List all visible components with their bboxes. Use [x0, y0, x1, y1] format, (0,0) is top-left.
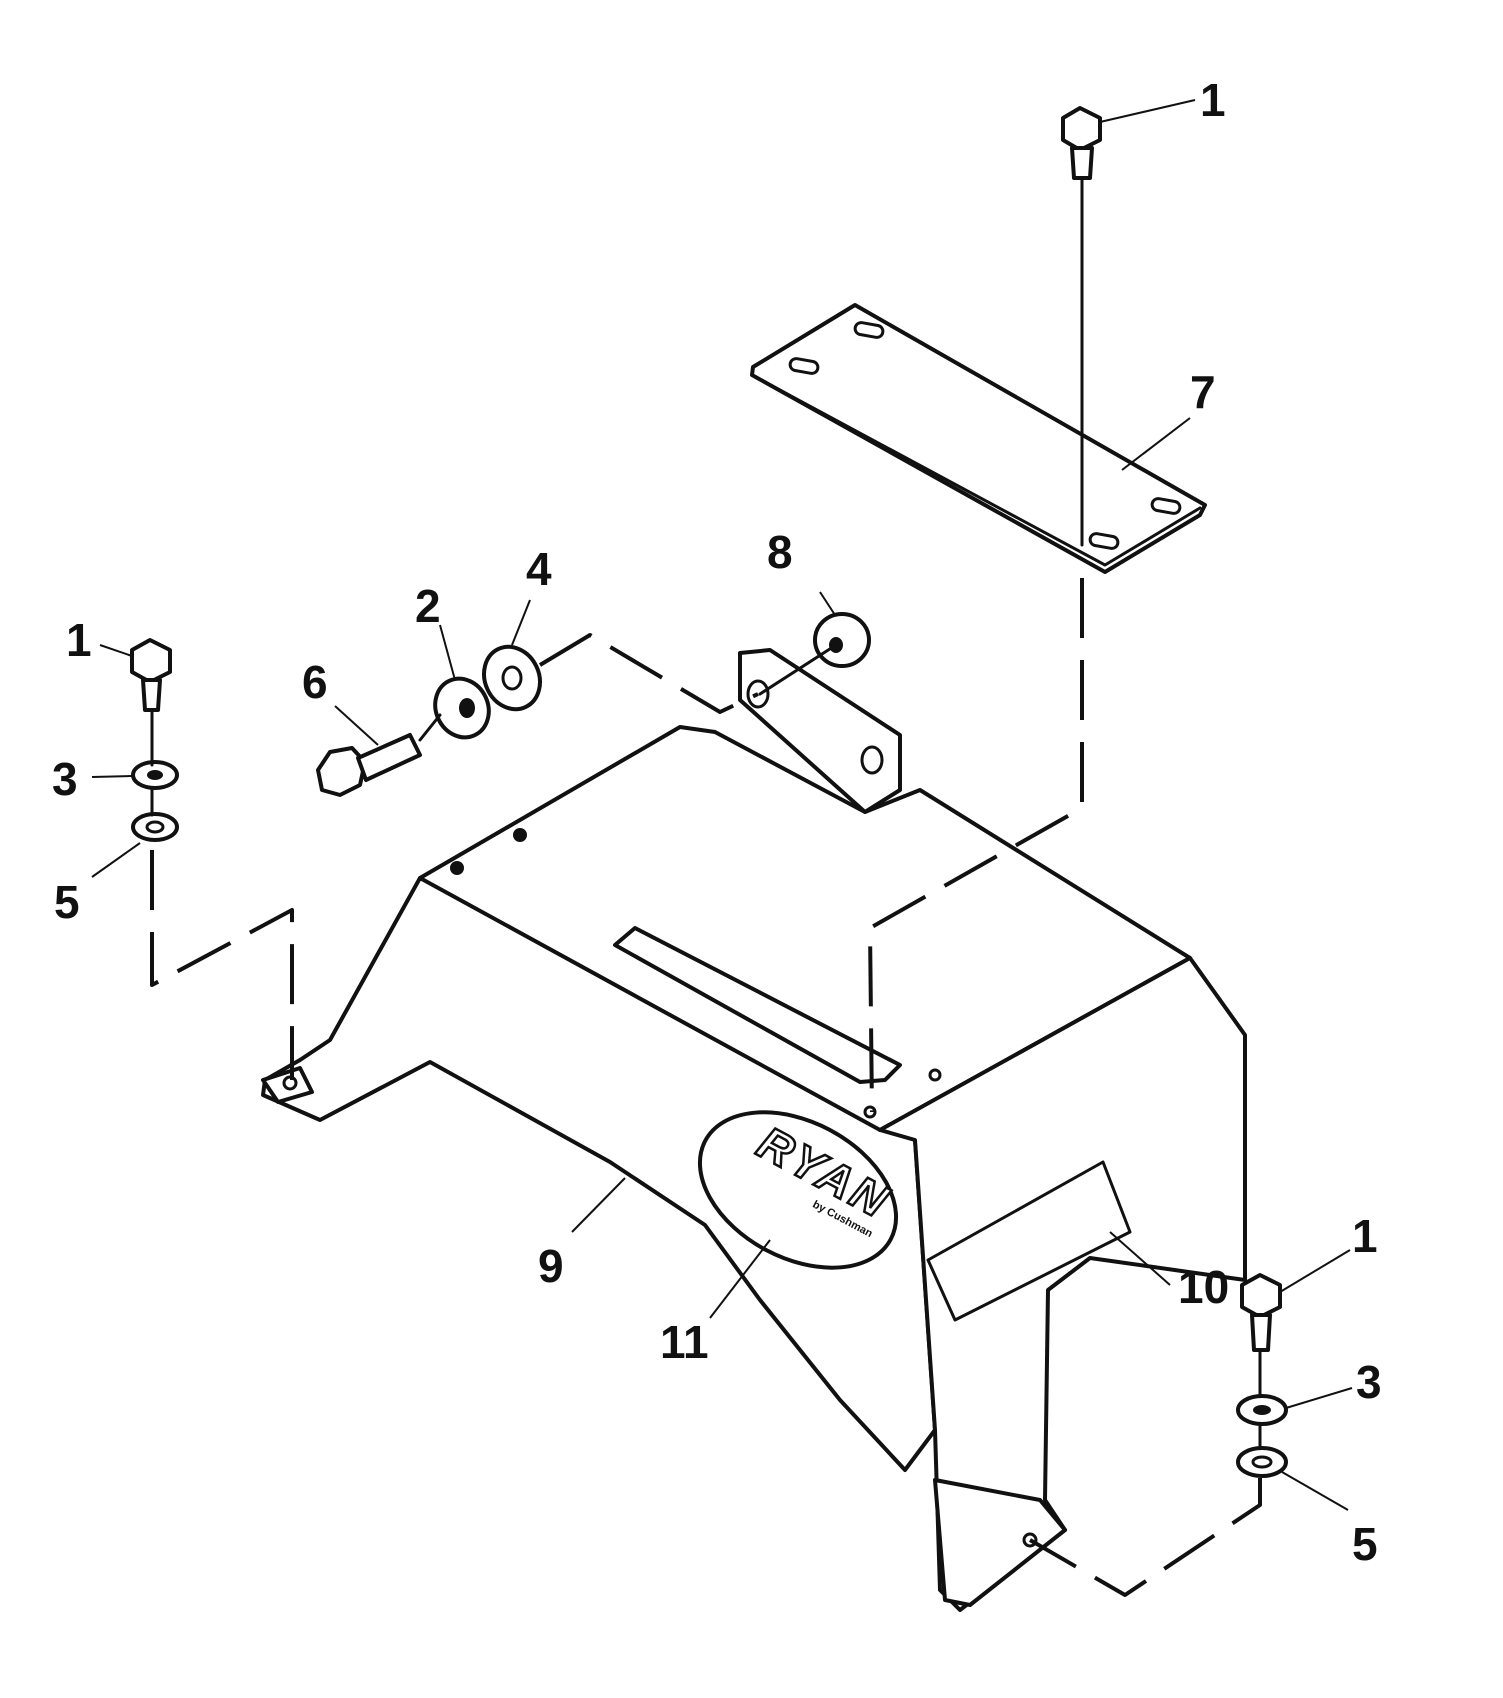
callouts: 1 7 8 4 2 6 1 3 5 9 11 10 1 3 5: [52, 74, 1382, 1570]
bolt-right: [1240, 1273, 1282, 1352]
bolt-head: [130, 638, 172, 684]
bolt-head: [316, 746, 367, 797]
bolt-side-6: [316, 733, 422, 797]
callout-6: 6: [302, 656, 328, 708]
ryan-logo-decal: RYAN by Cushman: [697, 1110, 901, 1270]
bolt-shank: [1070, 146, 1094, 180]
plate-slot: [853, 321, 885, 339]
plate-slot: [788, 357, 820, 375]
callout-9: 9: [538, 1240, 564, 1292]
logo-ellipse: [697, 1110, 899, 1270]
axis-left-to-foot: [150, 850, 294, 1080]
bolt-shank: [1250, 1313, 1272, 1352]
washer-right-3: [1236, 1394, 1288, 1426]
cover-housing: [261, 725, 1247, 1612]
bracket-hole: [860, 745, 884, 775]
callout-4: 4: [526, 543, 552, 595]
callout-3-left: 3: [52, 753, 78, 805]
spacer-8: [813, 612, 871, 668]
cover-right-foot: [933, 1478, 1067, 1607]
assembly-lines: [150, 176, 1262, 1597]
washer-left-5: [131, 812, 179, 842]
plate-slot: [1088, 532, 1120, 550]
callout-1-right: 1: [1352, 1210, 1378, 1262]
axis-side-2: [538, 633, 759, 714]
decal-label-10: [926, 1160, 1132, 1322]
bolt-top: [1061, 106, 1102, 180]
cover-front-face: [878, 956, 1247, 1612]
callout-5-right: 5: [1352, 1518, 1378, 1570]
washer-right-5: [1236, 1446, 1288, 1478]
top-hole: [513, 828, 527, 842]
bolt-shank: [356, 733, 422, 782]
axis-plate-to-cover: [868, 578, 1084, 1113]
callout-10: 10: [1178, 1261, 1229, 1313]
axis-side-1: [418, 713, 442, 742]
callout-8: 8: [767, 526, 793, 578]
callout-1-top: 1: [1200, 74, 1226, 126]
bolt-head: [1240, 1273, 1282, 1319]
mounting-bracket: [738, 648, 902, 814]
top-hole: [450, 861, 464, 875]
top-hole: [928, 1068, 942, 1082]
callout-7: 7: [1190, 366, 1216, 418]
bracket-top-edge: [738, 648, 902, 737]
bolt-shank: [141, 678, 162, 712]
bolt-left: [130, 638, 172, 712]
plate-slot: [1150, 497, 1182, 515]
callout-5-left: 5: [54, 876, 80, 928]
bolt-head: [1061, 106, 1102, 152]
axis-right-to-foot: [1028, 1478, 1262, 1597]
slotted-plate: [750, 303, 1207, 574]
plate-body: [750, 303, 1207, 574]
washer-4: [482, 644, 542, 712]
callout-2: 2: [415, 580, 441, 632]
cover-top-slot: [613, 926, 902, 1084]
callout-11: 11: [660, 1316, 709, 1368]
washer-2: [433, 676, 491, 740]
spacer: [813, 612, 871, 668]
callout-3-right: 3: [1356, 1356, 1382, 1408]
plate-edge: [750, 373, 1202, 567]
washer-left-3: [131, 760, 179, 790]
leader-lines: [91, 99, 1353, 1511]
callout-1-left: 1: [66, 614, 92, 666]
axis-side-3: [758, 643, 838, 696]
